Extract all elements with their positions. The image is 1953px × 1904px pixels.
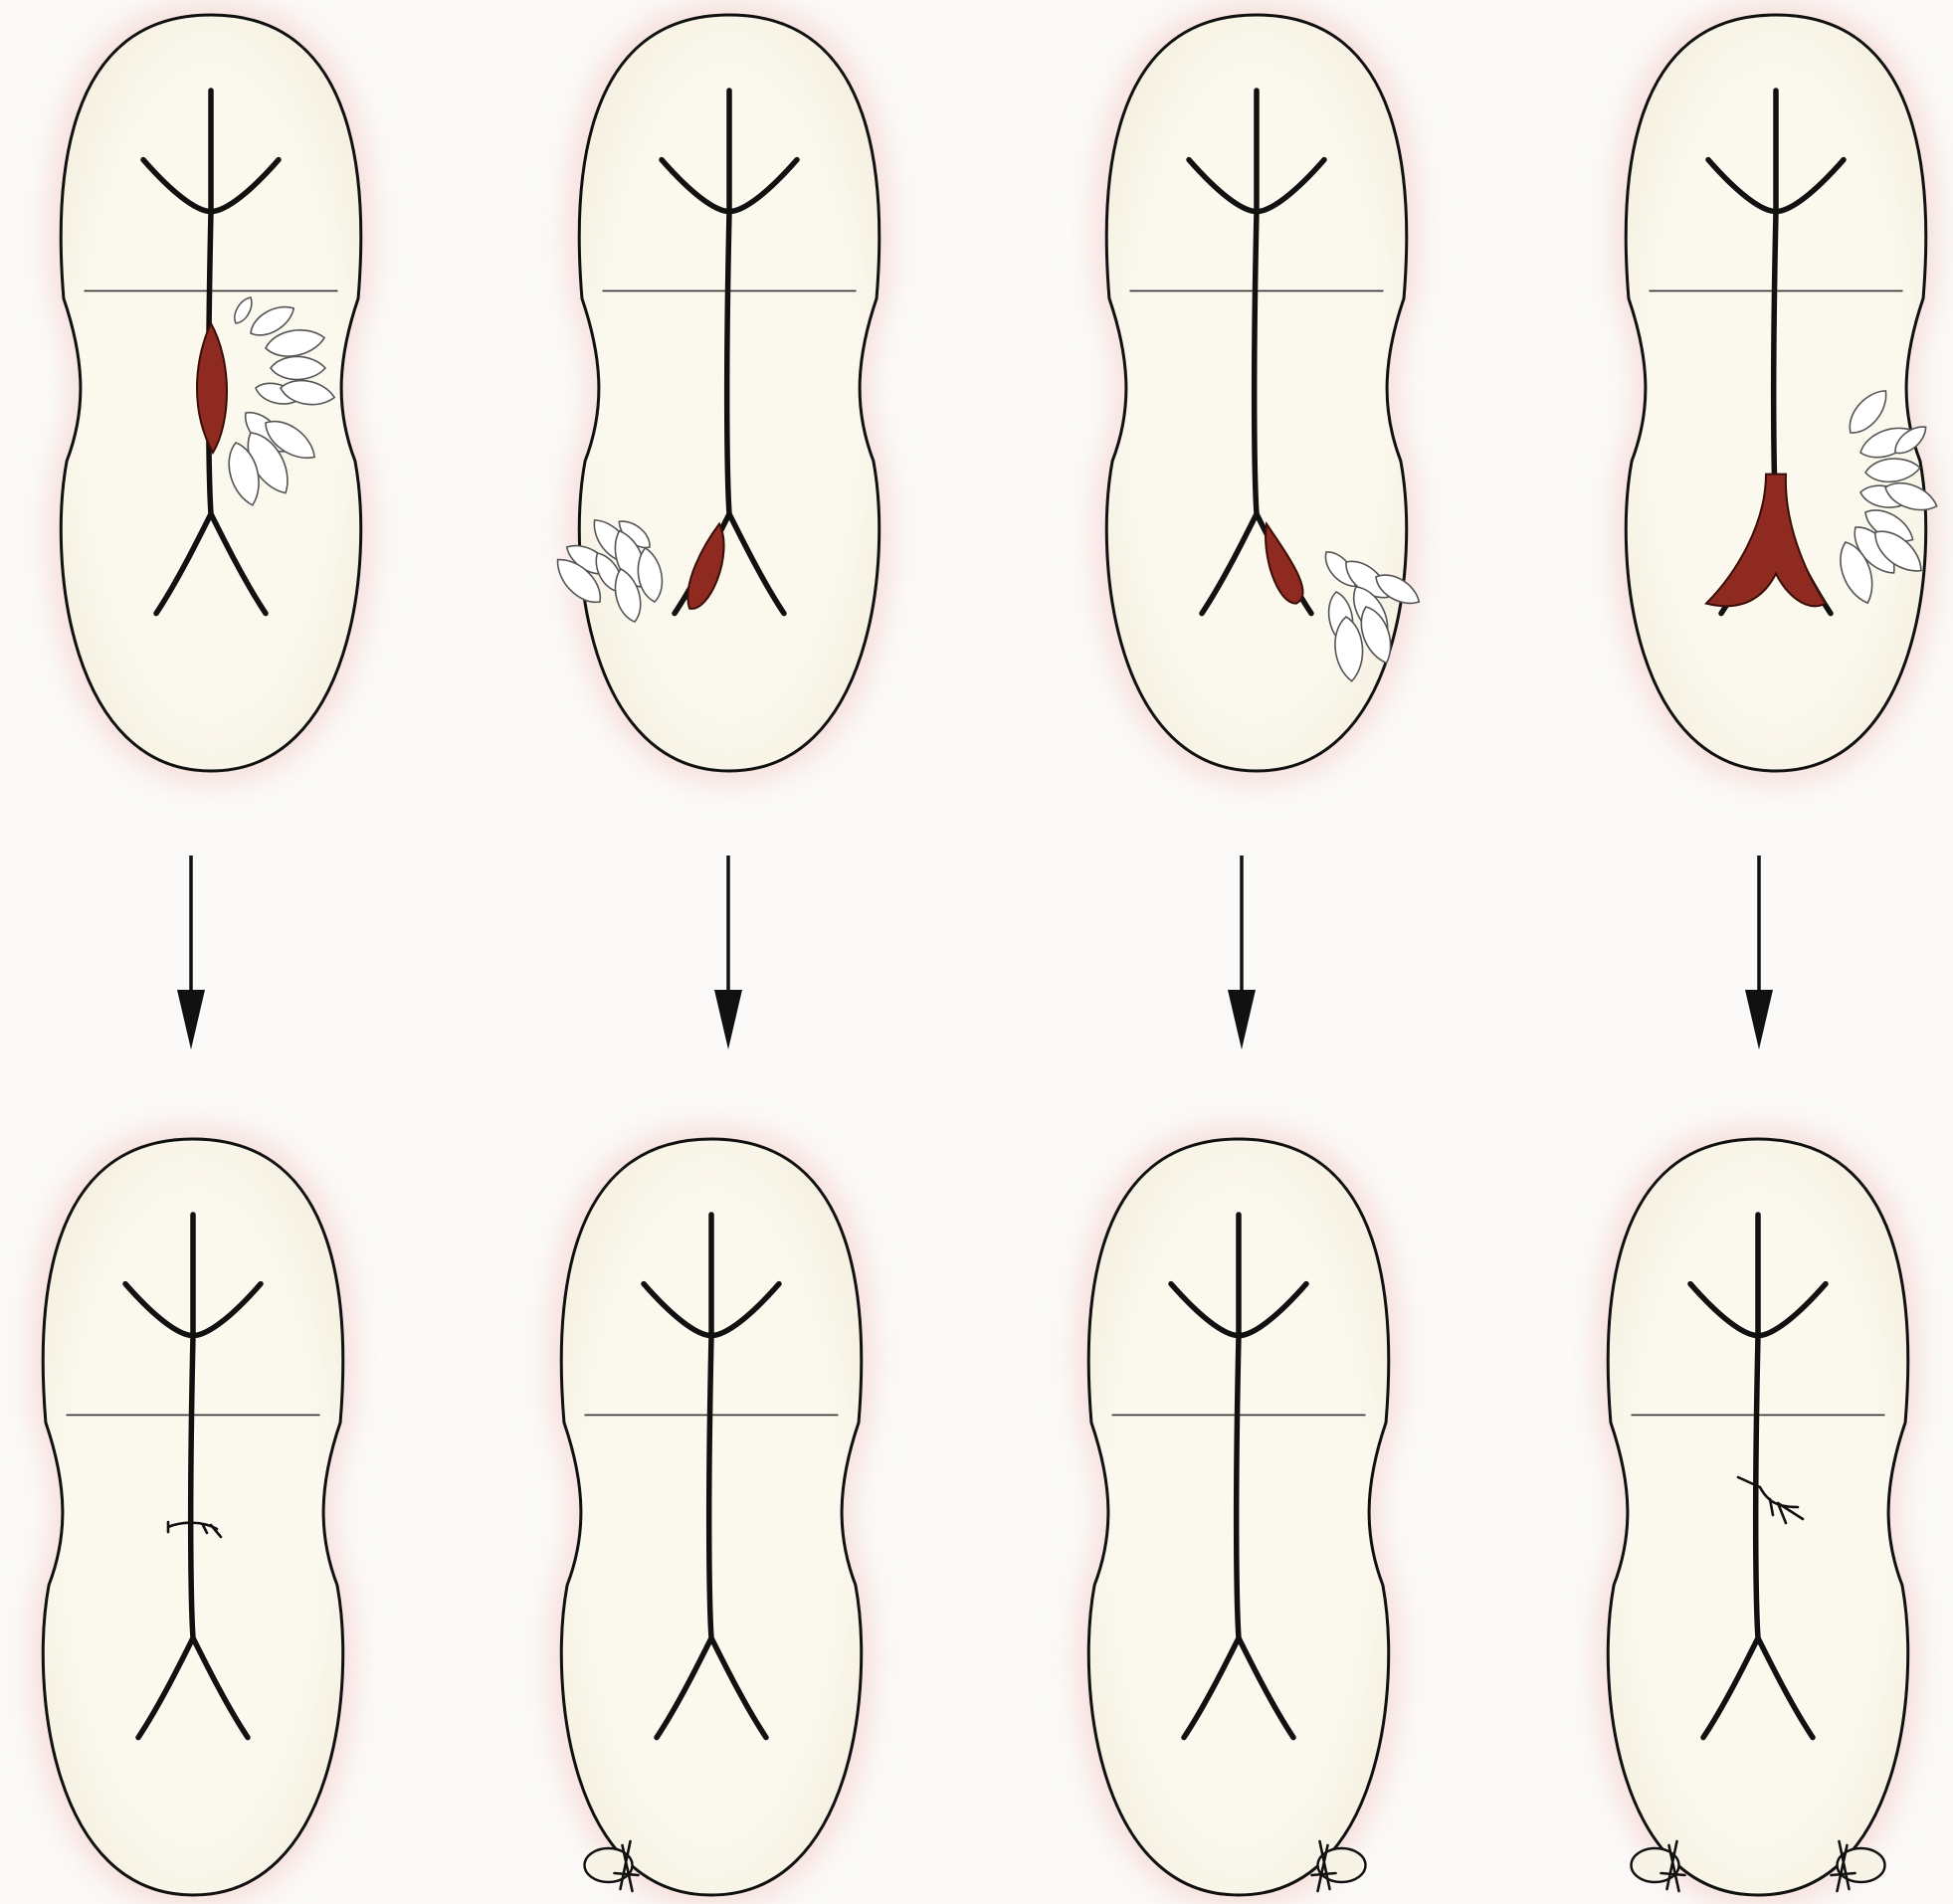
arrow-layer	[177, 856, 1773, 1049]
repaired-organ-double-ligature-panel	[1596, 1126, 1920, 1904]
repaired-organ-center-stitch-panel	[31, 1126, 355, 1904]
down-arrow-head	[714, 990, 742, 1049]
down-arrow	[714, 856, 742, 1049]
down-arrow-head	[1228, 990, 1256, 1049]
down-arrow	[1228, 856, 1256, 1049]
down-arrow-head	[177, 990, 205, 1049]
repaired-organ-right-ligature-panel	[1076, 1126, 1401, 1904]
repaired-organ-left-ligature-panel	[549, 1126, 874, 1904]
unfolded-organ-bleeding-lower-left-panel	[549, 2, 892, 784]
unfolded-organ-bleeding-lower-y-panel	[1614, 2, 1941, 784]
down-arrow	[1745, 856, 1773, 1049]
unfolded-organ-bleeding-center-panel	[49, 2, 373, 784]
down-arrow	[177, 856, 205, 1049]
panel-layer	[31, 2, 1941, 1904]
down-arrow-head	[1745, 990, 1773, 1049]
unfolded-organ-bleeding-lower-right-panel	[1094, 2, 1425, 784]
